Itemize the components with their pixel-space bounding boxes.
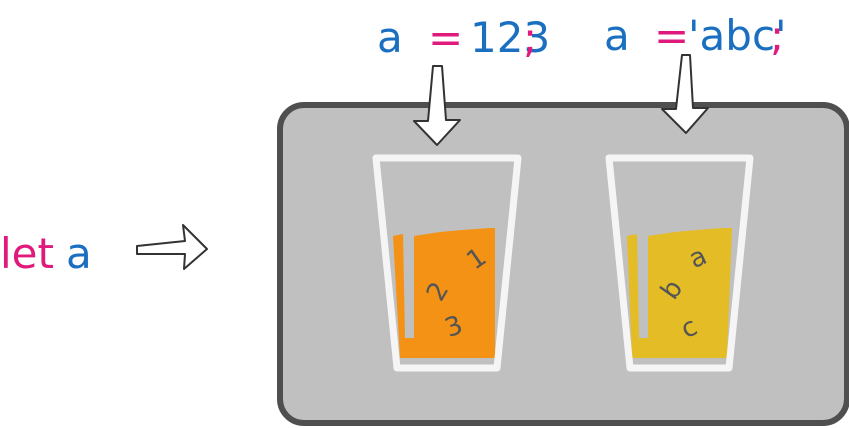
memory-box	[277, 102, 849, 426]
assign-1-var: a	[377, 13, 403, 62]
glass-outline-2	[605, 154, 754, 372]
glass-outline-1	[372, 154, 522, 372]
assign-1-end: ;	[523, 13, 537, 62]
assign-2-var: a	[604, 11, 630, 60]
assign-2-op: =	[654, 11, 689, 60]
assignment-number: a = 123 ;	[377, 13, 550, 62]
declaration: let a	[0, 229, 92, 278]
liquid-string	[627, 228, 732, 358]
assign-1-op: =	[428, 13, 463, 62]
down-arrow-icon-1	[413, 65, 461, 146]
variable-name: a	[66, 229, 92, 278]
down-arrow-icon-2	[661, 54, 709, 134]
glass-string: a b c	[605, 154, 754, 372]
let-keyword: let	[0, 229, 54, 278]
assignment-string: a = 'abc' ;	[604, 11, 787, 60]
assign-1-value: 123	[470, 13, 550, 62]
right-arrow-icon	[136, 224, 208, 270]
glass-number: 1 2 3	[372, 154, 522, 372]
assign-2-value: 'abc'	[688, 11, 787, 60]
assign-2-end: ;	[770, 11, 784, 60]
liquid-number	[393, 228, 495, 358]
